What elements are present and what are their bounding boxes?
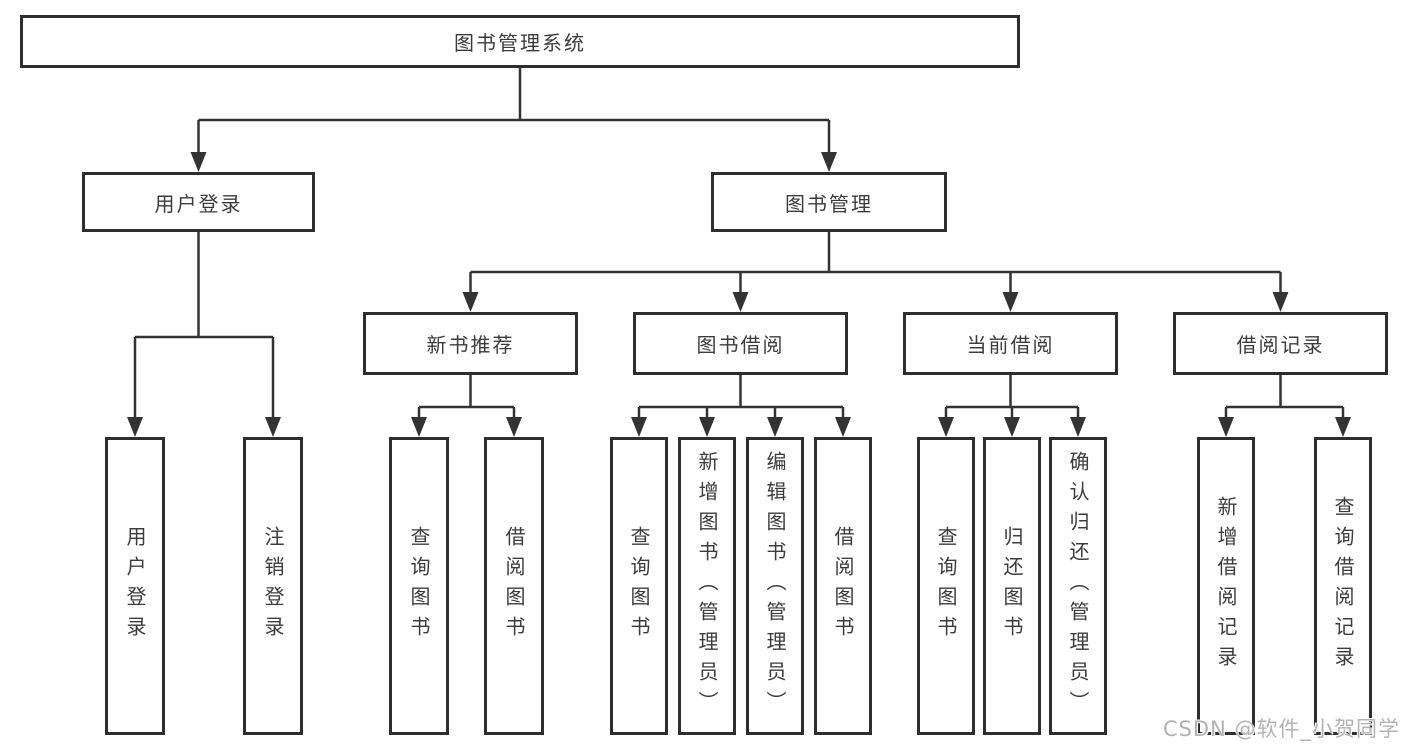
node-label: 查询借阅记录 [1331, 496, 1355, 676]
node-br-add-record: 新增借阅记录 [1197, 437, 1255, 735]
node-cb-return-books: 归还图书 [983, 437, 1041, 735]
node-user-login: 用户登录 [82, 172, 315, 232]
node-label: 新书推荐 [426, 333, 515, 357]
node-leaf-logout: 注销登录 [243, 437, 303, 735]
node-label: 编辑图书（管理员） [763, 451, 787, 721]
node-cb-confirm-return-admin: 确认归还（管理员） [1049, 437, 1107, 735]
arrowheads [127, 152, 1351, 437]
node-label: 图书借阅 [696, 333, 785, 357]
node-nbr-borrow-books: 借阅图书 [484, 437, 544, 735]
node-label: 确认归还（管理员） [1066, 451, 1090, 721]
node-cb-query-books: 查询图书 [917, 437, 975, 735]
node-bb-add-books-admin: 新增图书（管理员） [678, 437, 736, 735]
node-book-borrowing: 图书借阅 [633, 312, 848, 375]
node-label: 借阅记录 [1236, 333, 1325, 357]
node-label: 查询图书 [934, 526, 958, 646]
tree-edges [133, 68, 1345, 431]
node-label: 图书管理 [785, 191, 873, 216]
node-bb-query-books: 查询图书 [610, 437, 668, 735]
node-bb-edit-books-admin: 编辑图书（管理员） [746, 437, 804, 735]
node-label: 查询图书 [407, 526, 431, 646]
node-label: 新增图书（管理员） [695, 451, 719, 721]
node-label: 用户登录 [123, 526, 147, 646]
node-nbr-query-books: 查询图书 [389, 437, 449, 735]
node-label: 归还图书 [1000, 526, 1024, 646]
node-label: 借阅图书 [502, 526, 526, 646]
node-current-borrowing: 当前借阅 [903, 312, 1118, 375]
csdn-watermark: CSDN @软件_小贺同学 [1162, 717, 1400, 741]
node-label: 借阅图书 [831, 526, 855, 646]
node-new-book-recommend: 新书推荐 [363, 312, 578, 375]
node-label: 新增借阅记录 [1214, 496, 1238, 676]
node-bb-borrow-books: 借阅图书 [814, 437, 872, 735]
node-br-query-record: 查询借阅记录 [1314, 437, 1372, 735]
node-label: 图书管理系统 [454, 31, 586, 55]
node-label: 注销登录 [261, 526, 285, 646]
node-leaf-user-login: 用户登录 [105, 437, 165, 735]
node-root-system: 图书管理系统 [20, 15, 1020, 68]
node-label: 当前借阅 [966, 333, 1055, 357]
node-borrowing-records: 借阅记录 [1173, 312, 1388, 375]
node-label: 用户登录 [154, 191, 243, 216]
node-label: 查询图书 [627, 526, 651, 646]
node-book-management: 图书管理 [711, 172, 947, 232]
